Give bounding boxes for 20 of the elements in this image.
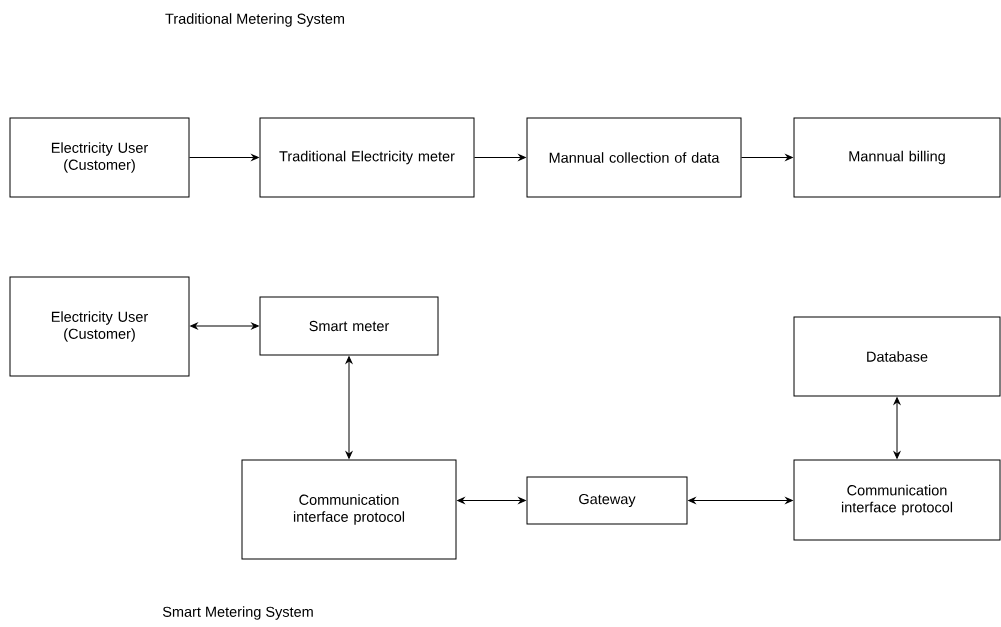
process-box: Electricity User (Customer) (9, 117, 190, 198)
arrow (893, 397, 901, 459)
process-box: Gateway (526, 476, 688, 525)
arrow (345, 356, 353, 459)
process-box: Database (793, 316, 1001, 397)
arrow (688, 497, 793, 504)
process-box: Traditional Electricity meter (259, 117, 475, 198)
process-box: Smart meter (259, 296, 439, 356)
process-box: Communication interface protocol (241, 459, 457, 560)
arrow (189, 154, 259, 161)
arrow (474, 154, 526, 161)
arrow (741, 154, 793, 161)
process-box: Mannual billing (793, 117, 1001, 198)
process-box: Mannual collection of data (526, 117, 742, 198)
arrow (190, 322, 259, 330)
section-title: Traditional Metering System (165, 13, 344, 27)
process-box: Communication interface protocol (793, 459, 1001, 541)
arrow (457, 497, 526, 504)
section-title: Smart Metering System (162, 606, 313, 620)
process-box: Electricity User (Customer) (9, 276, 190, 377)
